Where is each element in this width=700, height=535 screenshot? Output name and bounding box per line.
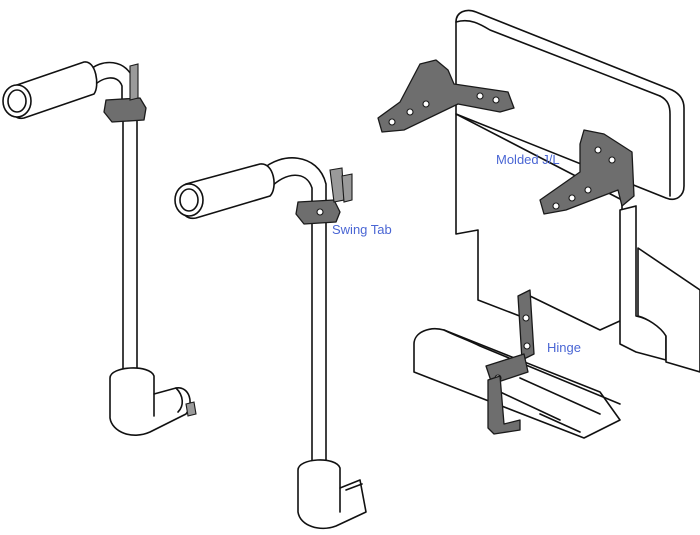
middle-base-edge xyxy=(339,483,363,513)
swing-tab-plate xyxy=(329,167,345,203)
seat-back-assembly xyxy=(377,9,700,439)
left-post xyxy=(122,109,138,373)
jl-lower-hole-2 xyxy=(568,194,576,202)
middle-post xyxy=(311,213,327,463)
seat-rails xyxy=(495,377,601,433)
jl-lower-hole-5 xyxy=(608,156,616,164)
molded-jl-bracket-lower xyxy=(539,129,635,215)
left-handle-assembly xyxy=(2,61,197,436)
left-post-clamp xyxy=(103,97,147,123)
left-base-block xyxy=(109,367,191,436)
jl-upper-hole-4 xyxy=(476,92,484,100)
hinge-upper-hole-2 xyxy=(523,342,531,350)
seat-cushion xyxy=(413,328,621,439)
jl-upper-hole-2 xyxy=(406,108,414,116)
jl-upper-hole-5 xyxy=(492,96,500,104)
jl-upper-hole-3 xyxy=(422,100,430,108)
middle-handle-assembly xyxy=(174,157,367,530)
seat-front-edge xyxy=(443,329,621,405)
hinge-lower-leaf xyxy=(487,375,521,435)
left-clamp-tab xyxy=(129,63,139,101)
swing-tab-label: Swing Tab xyxy=(332,222,392,237)
hinge-upper-hole-1 xyxy=(522,314,530,322)
swing-tab-bolt xyxy=(316,208,324,216)
left-base-knob xyxy=(185,401,197,417)
backrest-top-edge xyxy=(455,19,661,97)
left-base-edge xyxy=(153,387,184,417)
right-side-panel xyxy=(637,247,700,373)
swing-tab-plate-2 xyxy=(341,173,353,203)
backrest-side-edge xyxy=(659,95,671,197)
jl-upper-hole-1 xyxy=(388,118,396,126)
left-grip-end-inner xyxy=(7,89,27,113)
middle-base-block xyxy=(297,459,367,530)
molded-jl-label: Molded J/L xyxy=(496,152,560,167)
jl-lower-hole-4 xyxy=(594,146,602,154)
middle-grip-end-inner xyxy=(179,188,199,212)
hinge-label: Hinge xyxy=(547,340,581,355)
jl-lower-hole-1 xyxy=(552,202,560,210)
hinge-upper-leaf xyxy=(517,289,535,361)
jl-lower-hole-3 xyxy=(584,186,592,194)
